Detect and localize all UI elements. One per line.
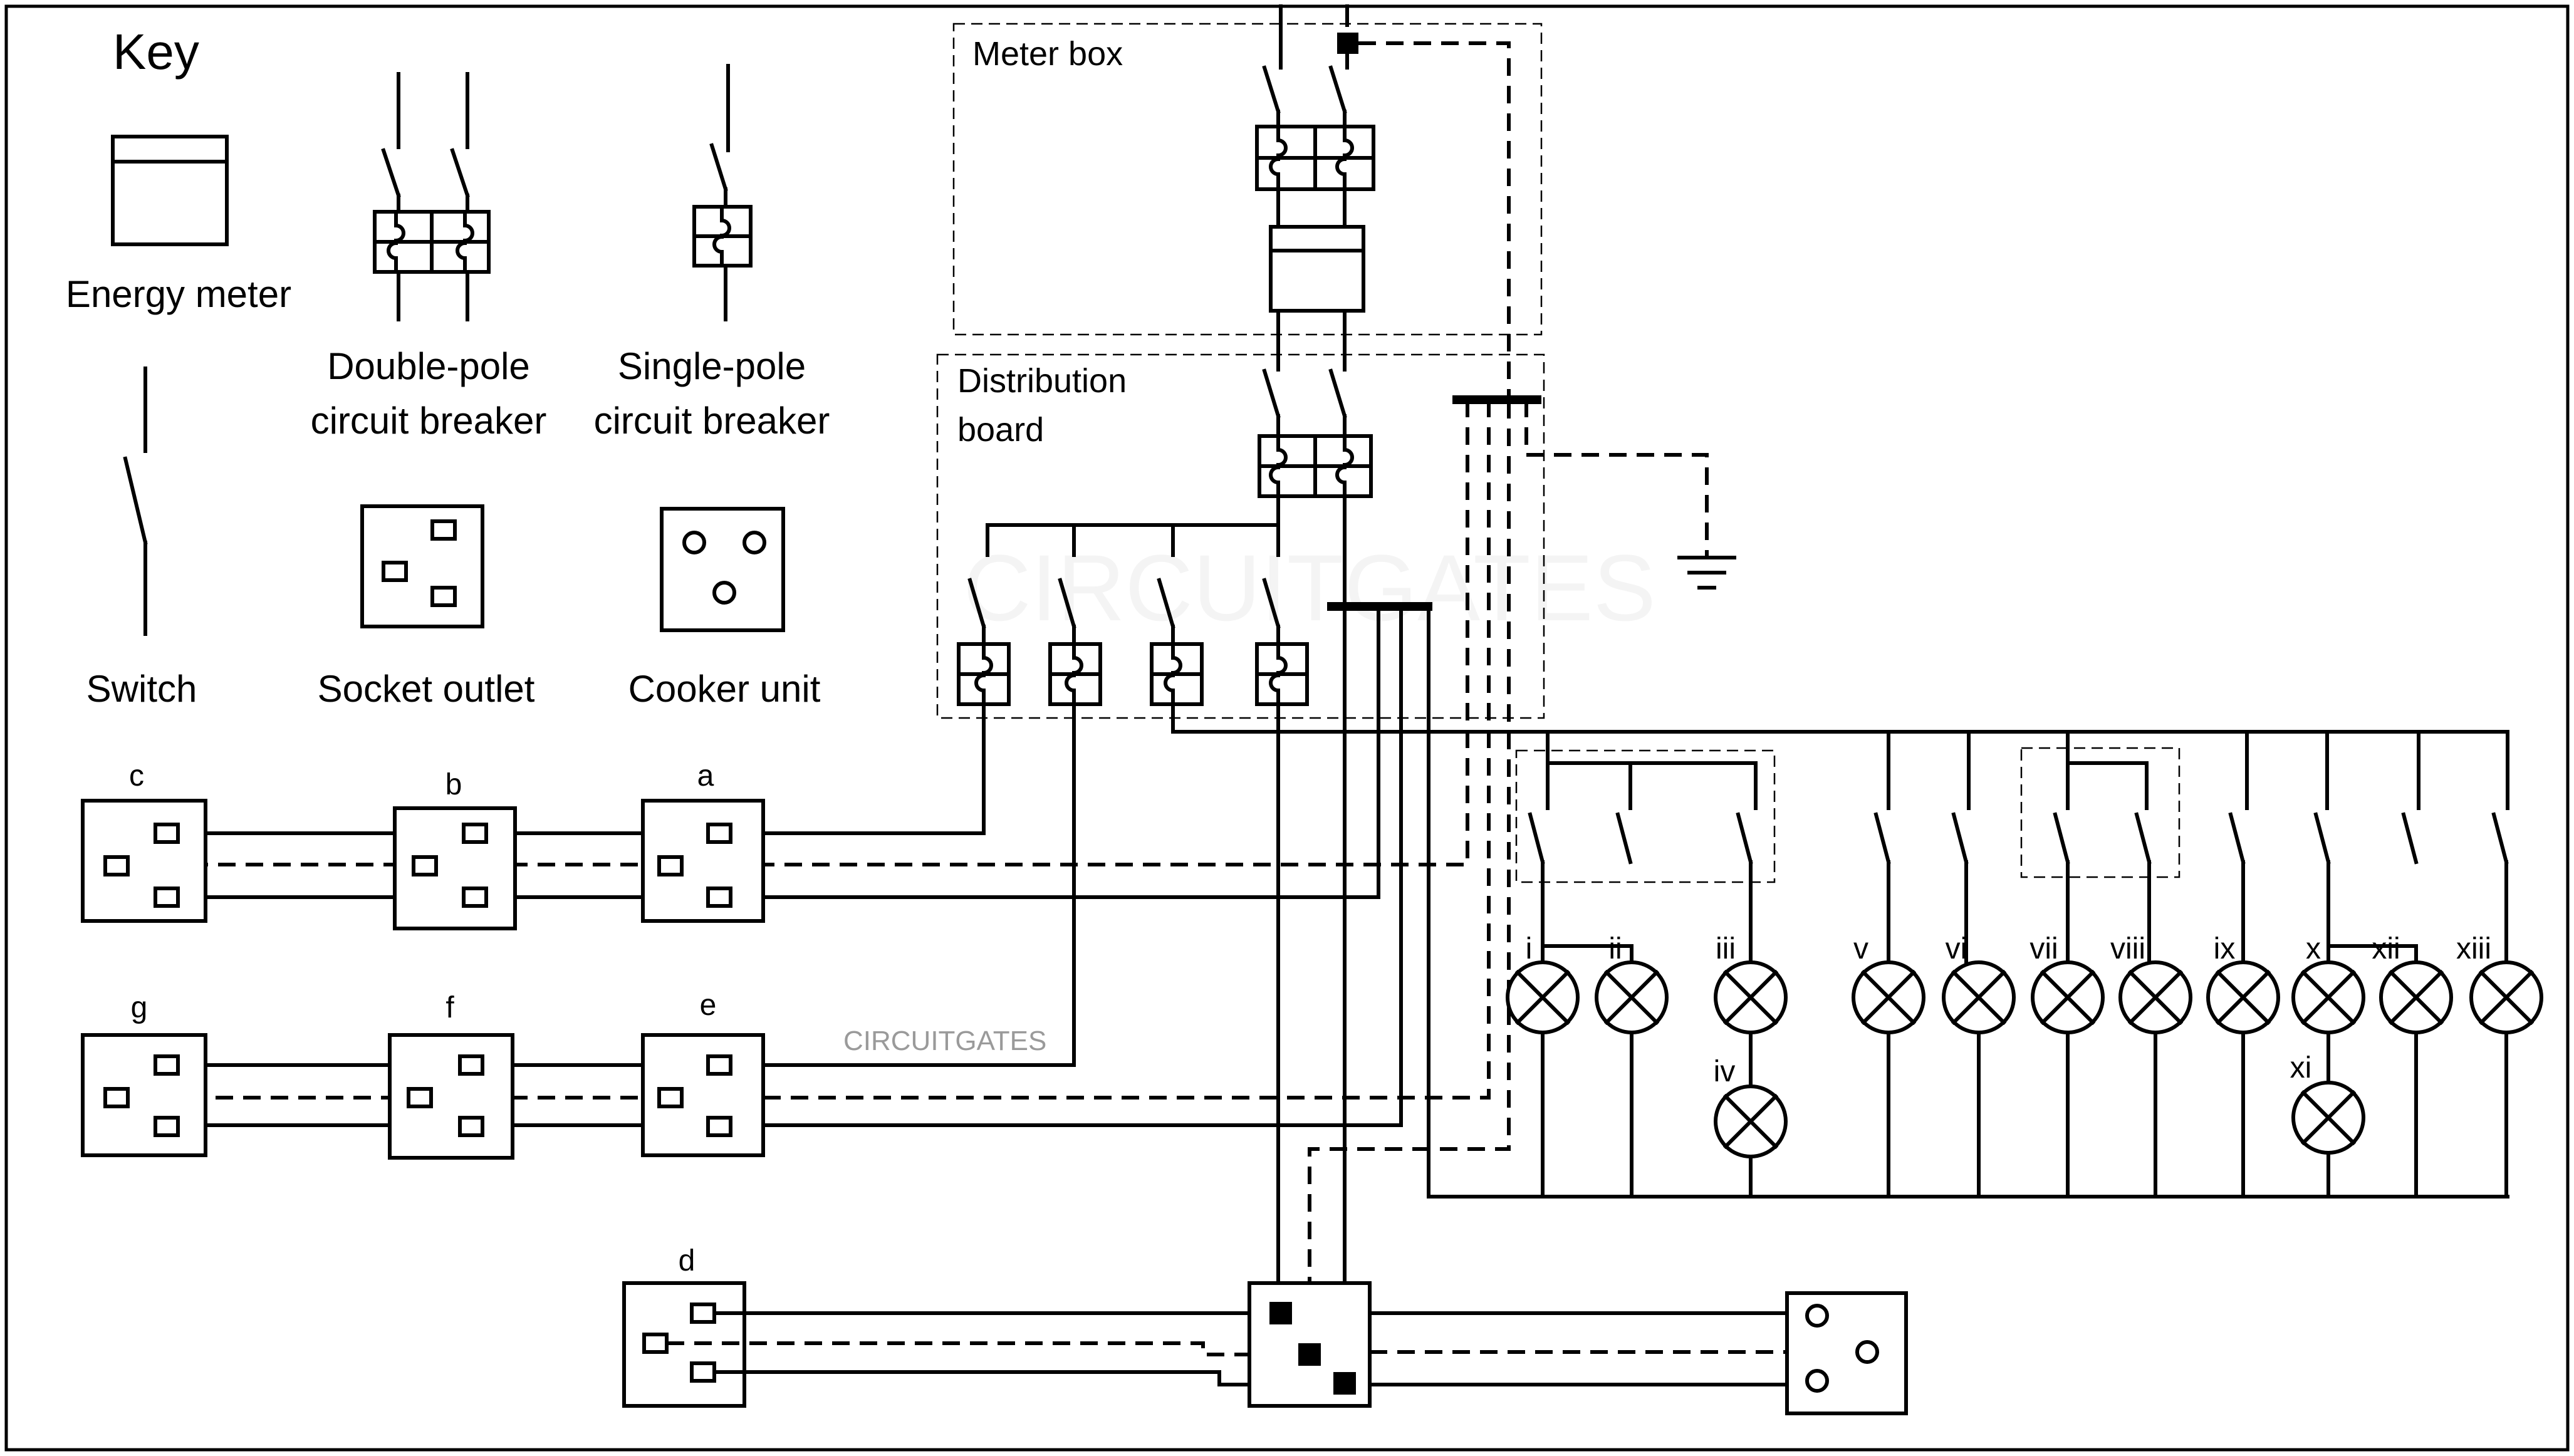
switch-group-1: [1515, 749, 1776, 883]
meter-energy-meter: [1269, 225, 1365, 313]
earth-terminal: [1337, 33, 1358, 54]
socket-outlet-symbol: [360, 504, 484, 628]
single-pole-breaker-symbol: [692, 64, 753, 321]
double-pole-label-2: circuit breaker: [311, 400, 547, 442]
mcb-3: [1150, 578, 1204, 706]
watermark-large: CIRCUITGATES: [963, 535, 1656, 640]
socket-f: f: [388, 991, 514, 1160]
switch-label: Switch: [86, 668, 197, 710]
lamp-label-vii: vii: [2030, 932, 2058, 965]
cooker-unit: [1785, 1291, 1908, 1415]
switch-group-2: [2020, 747, 2181, 878]
lamp-label-xii: xii: [2372, 932, 2400, 965]
cooker-unit-label: Cooker unit: [628, 668, 821, 710]
socket-b: b: [393, 768, 517, 930]
lamp-label-viii: viii: [2110, 932, 2145, 965]
distribution-board-label-1: Distribution: [957, 362, 1127, 400]
key-title: Key: [113, 24, 199, 80]
lamp-label-ii: ii: [1608, 932, 1622, 965]
switch-symbol: [123, 367, 148, 636]
double-pole-breaker-symbol: [373, 72, 491, 321]
key-section: Key Energy meter Double-pole circuit bre…: [66, 24, 830, 710]
socket-outlet-label: Socket outlet: [318, 668, 535, 710]
lamps: [1506, 960, 2543, 1158]
mcb-4: [1255, 578, 1309, 706]
distribution-board: Distribution board: [936, 353, 1545, 719]
socket-g: g: [81, 991, 207, 1157]
socket-c: c: [81, 759, 207, 923]
socket-a-label: a: [697, 759, 714, 793]
lamp-label-xi: xi: [2290, 1051, 2312, 1084]
mcb-2: [1048, 578, 1102, 706]
lighting-circuit: i ii iii iv v vi vii viii ix x xi xii xi…: [1506, 730, 2543, 1199]
watermark-caption: CIRCUITGATES: [843, 1026, 1046, 1056]
socket-e-label: e: [700, 989, 717, 1022]
meter-box-label: Meter box: [972, 35, 1123, 73]
cooker-circuit: d: [622, 1244, 1908, 1415]
lamp-label-iv: iv: [1714, 1055, 1736, 1088]
earth-electrode: [1524, 400, 1736, 590]
socket-b-label: b: [446, 768, 462, 801]
distribution-board-label-2: board: [957, 411, 1044, 449]
mcb-1: [957, 578, 1011, 706]
meter-box: Meter box: [952, 4, 1543, 401]
socket-d-label: d: [679, 1244, 696, 1277]
lamp-label-v: v: [1853, 932, 1868, 965]
single-pole-label-1: Single-pole: [618, 345, 806, 387]
lamp-label-xiii: xiii: [2456, 932, 2491, 965]
lamp-label-ix: ix: [2214, 932, 2236, 965]
energy-meter-symbol: [111, 135, 229, 246]
socket-f-label: f: [446, 991, 454, 1024]
lamp-switches: [1528, 812, 2509, 865]
lamp-label-x: x: [2306, 932, 2321, 965]
socket-c-label: c: [129, 759, 144, 793]
socket-e: e: [641, 989, 765, 1157]
lamp-label-vi: vi: [1946, 932, 1967, 965]
cooker-unit-symbol: [660, 507, 785, 632]
socket-g-label: g: [131, 991, 148, 1024]
single-pole-label-2: circuit breaker: [594, 400, 830, 442]
energy-meter-label: Energy meter: [66, 273, 291, 315]
lamp-label-iii: iii: [1716, 932, 1736, 965]
socket-a: a: [641, 759, 765, 923]
diagram-frame: [4, 4, 2570, 1452]
lamp-label-i: i: [1526, 932, 1533, 965]
double-pole-label-1: Double-pole: [327, 345, 530, 387]
